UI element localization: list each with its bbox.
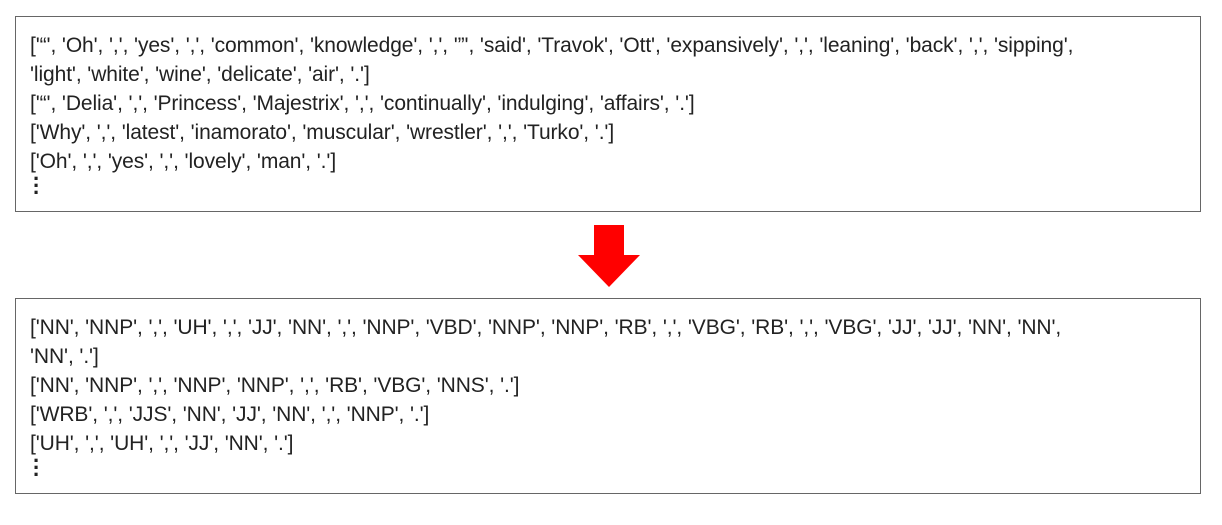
token-line: ['“', 'Delia', ',', 'Princess', 'Majestr… [30, 92, 695, 115]
vertical-ellipsis-icon: ··· [33, 448, 41, 487]
token-line: 'light', 'white', 'wine', 'delicate', 'a… [30, 63, 370, 86]
pos-tag-list-box: ['NN', 'NNP', ',', 'UH', ',', 'JJ', 'NN'… [15, 298, 1201, 494]
tag-line: ['NN', 'NNP', ',', 'UH', ',', 'JJ', 'NN'… [30, 316, 1062, 339]
down-arrow-icon [578, 225, 640, 287]
token-line: ['Why', ',', 'latest', 'inamorato', 'mus… [30, 121, 615, 144]
token-list-box: ['“', 'Oh', ',', 'yes', ',', 'common', '… [15, 16, 1201, 212]
tag-line: ['WRB', ',', 'JJS', 'NN', 'JJ', 'NN', ',… [30, 403, 430, 426]
vertical-ellipsis-icon: ··· [33, 166, 41, 205]
token-line: ['“', 'Oh', ',', 'yes', ',', 'common', '… [30, 34, 1074, 57]
tag-line: ['NN', 'NNP', ',', 'NNP', 'NNP', ',', 'R… [30, 374, 520, 397]
token-line: ['Oh', ',', 'yes', ',', 'lovely', 'man',… [30, 150, 337, 173]
tag-line: 'NN', '.'] [30, 345, 99, 368]
tag-line: ['UH', ',', 'UH', ',', 'JJ', 'NN', '.'] [30, 432, 294, 455]
